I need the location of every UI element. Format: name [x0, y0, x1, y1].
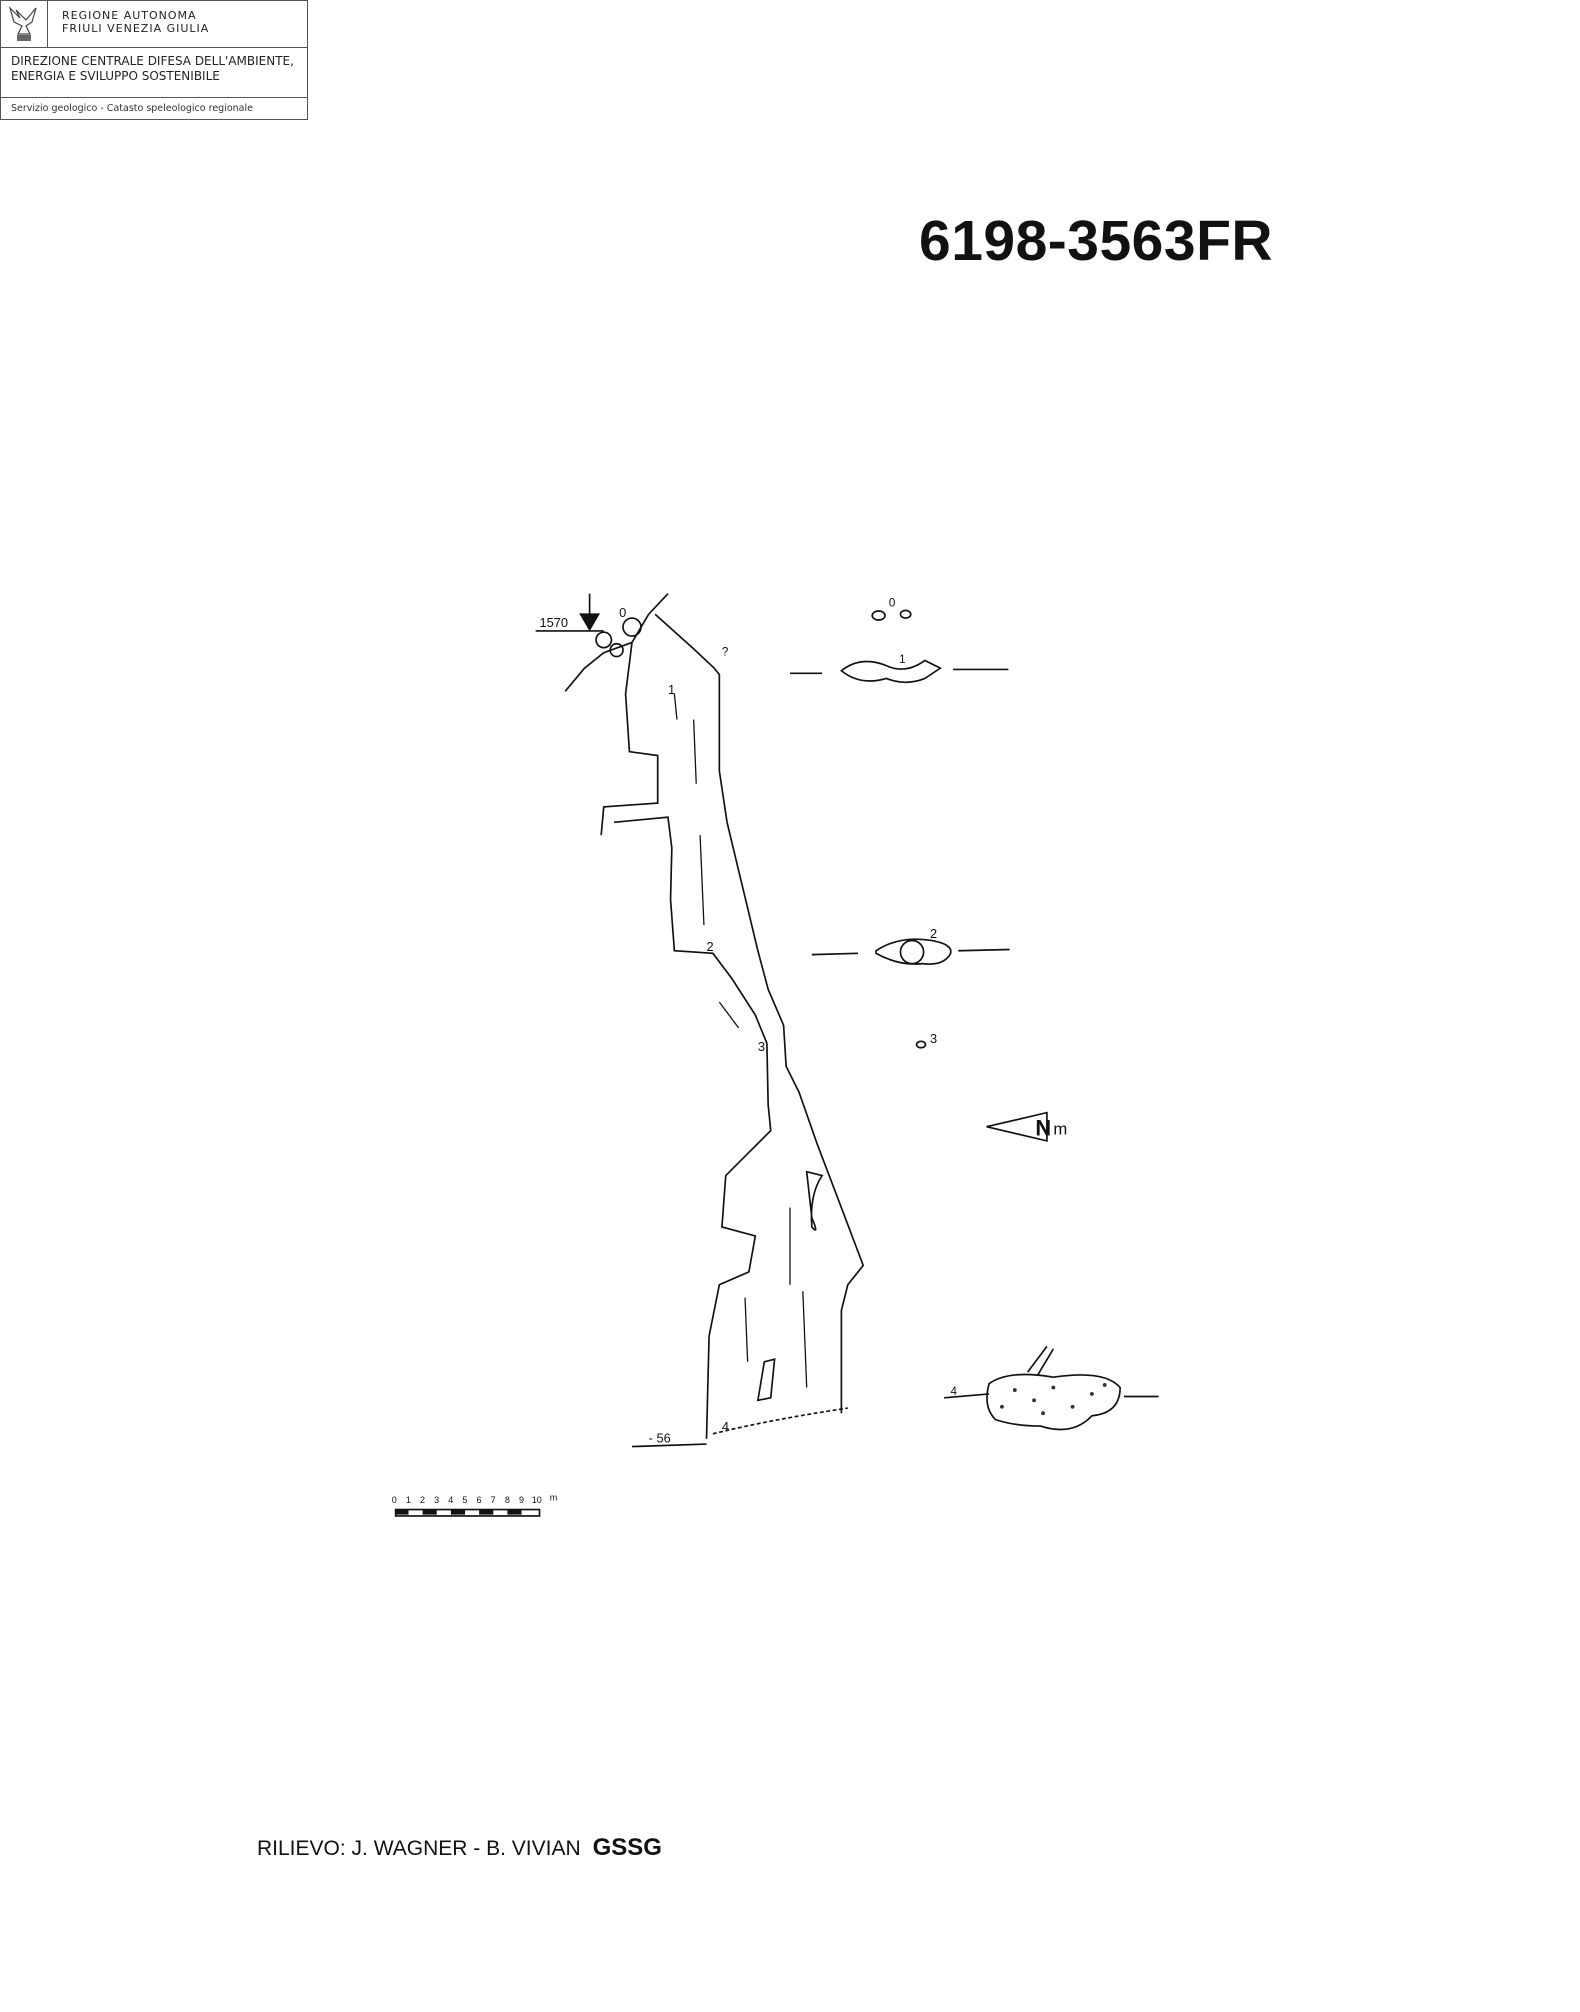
cave-left-wall	[600, 613, 772, 1439]
scale-ticks: 0 1 2 3 4 5 6 7 8 9 10 m	[392, 1493, 557, 1506]
institution-header: REGIONE AUTONOMA FRIULI VENEZIA GIULIA D…	[0, 0, 308, 120]
scale-tick: 10	[532, 1495, 542, 1505]
station-1: 1	[668, 682, 675, 697]
scale-tick: 5	[462, 1495, 467, 1505]
section-0	[871, 609, 912, 621]
region-line-2: FRIULI VENEZIA GIULIA	[62, 22, 210, 35]
surveyors: RILIEVO: J. WAGNER - B. VIVIAN	[257, 1837, 581, 1860]
section-label-1: 1	[899, 654, 905, 666]
station-2: 2	[707, 939, 714, 954]
scale-tick: 0	[392, 1495, 397, 1505]
direzione-line-1: DIREZIONE CENTRALE DIFESA DELL'AMBIENTE,	[11, 54, 294, 68]
scale-tick: 3	[434, 1495, 439, 1505]
cave-right-wall	[654, 613, 865, 1414]
section-1	[790, 659, 1009, 684]
cave-floor	[712, 1407, 848, 1435]
depth-label: - 56	[649, 1431, 671, 1446]
station-4: 4	[722, 1419, 729, 1434]
region-line-1: REGIONE AUTONOMA	[62, 9, 197, 22]
scale-tick: 9	[519, 1495, 524, 1505]
scale-tick: 1	[406, 1495, 411, 1505]
section-2	[811, 938, 1010, 965]
station-3: 3	[758, 1039, 765, 1054]
cave-code-title: 6198-3563FR	[919, 209, 1274, 273]
scale-tick: 6	[477, 1495, 482, 1505]
section-label-2: 2	[930, 926, 937, 941]
unknown-mark: ?	[722, 646, 728, 658]
servizio-label: Servizio geologico - Catasto speleologic…	[11, 103, 253, 114]
north-arrow-icon	[986, 1111, 1048, 1142]
eagle-emblem-icon	[1, 1, 48, 47]
scale-tick: 8	[505, 1495, 510, 1505]
section-label-3: 3	[930, 1031, 937, 1046]
scale-tick: 7	[491, 1495, 496, 1505]
group-name: GSSG	[592, 1834, 662, 1861]
section-label-0: 0	[889, 598, 895, 610]
north-label: N	[1035, 1116, 1051, 1141]
entrance-elevation-label: 1570	[540, 615, 569, 630]
direzione-line-2: ENERGIA E SVILUPPO SOSTENIBILE	[11, 69, 220, 83]
scale-unit: m	[550, 1493, 557, 1503]
north-suffix: m	[1053, 1119, 1067, 1138]
scale-tick: 4	[448, 1495, 453, 1505]
survey-credits: RILIEVO: J. WAGNER - B. VIVIAN GSSG	[257, 1834, 662, 1862]
scale-tick: 2	[420, 1495, 425, 1505]
section-label-4: 4	[951, 1386, 958, 1398]
section-4	[944, 1345, 1159, 1431]
station-0: 0	[619, 605, 626, 620]
entrance-slope	[564, 593, 669, 692]
section-3	[915, 1040, 927, 1049]
